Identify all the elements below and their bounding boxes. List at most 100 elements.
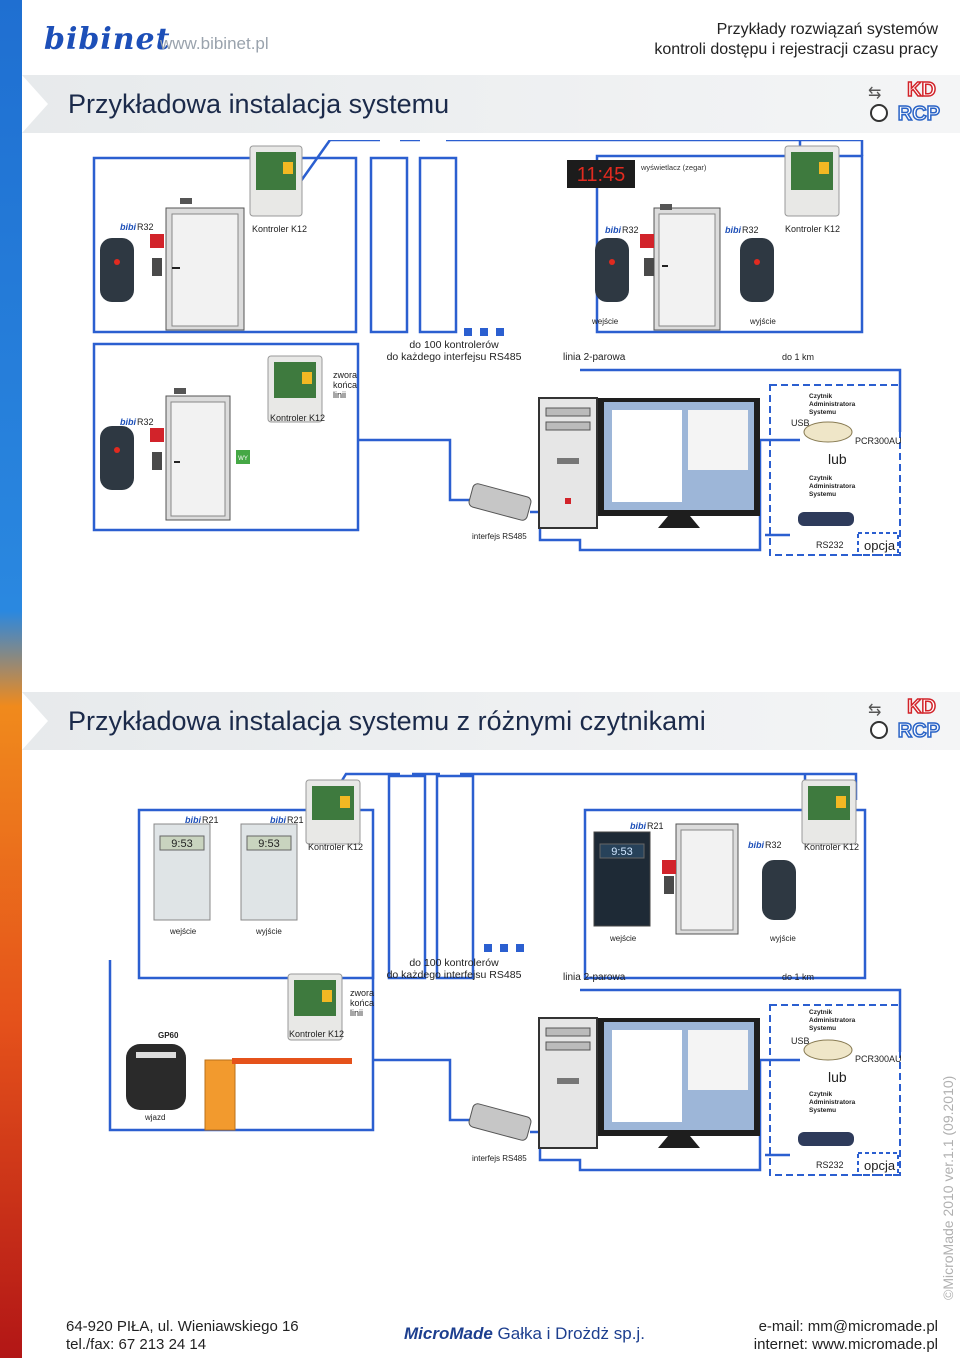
svg-text:Administratora: Administratora [809,1017,856,1024]
svg-text:Systemu: Systemu [809,1025,836,1032]
door-box-lower [92,342,360,532]
svg-text:9:53: 9:53 [258,838,279,850]
clock-icon [870,104,888,122]
svg-text:bibiR21: bibiR21 [630,821,664,831]
svg-text:Systemu: Systemu [809,491,836,498]
reader-label-1: bibiR32 [120,222,154,232]
svg-text:wejście: wejście [609,934,637,943]
svg-text:bibiR21: bibiR21 [185,815,219,825]
bibinet-logo: bibinet [44,22,171,57]
kd-badge-text-2: KD [906,695,936,719]
reader-r32 [100,238,134,302]
svg-text:bibiR32: bibiR32 [748,840,782,850]
svg-text:RS232: RS232 [816,540,844,550]
page-footer: 64-920 PIŁA, ul. Wieniawskiego 16 tel./f… [22,1308,960,1358]
svg-text:GP60: GP60 [158,1031,179,1040]
svg-text:9:53: 9:53 [171,838,192,850]
svg-text:USB: USB [791,418,810,428]
footer-contact: e-mail: mm@micromade.pl internet: www.mi… [754,1318,938,1354]
svg-text:do każdego interfejsu RS485: do każdego interfejsu RS485 [387,969,522,981]
section2-band: Przykładowa instalacja systemu z różnymi… [22,692,960,750]
svg-text:linii: linii [350,1008,363,1018]
svg-text:wejście: wejście [169,927,197,936]
section1-band: Przykładowa instalacja systemu ⇆ KD RCP [22,75,960,133]
svg-text:RS232: RS232 [816,1160,844,1170]
header-title-line1: Przykłady rozwiązań systemów [716,21,938,38]
clock-icon-2 [870,721,888,739]
wy-button [236,450,250,464]
svg-text:bibiR32: bibiR32 [120,417,154,427]
svg-text:wyjście: wyjście [255,927,282,936]
svg-text:opcja: opcja [864,1158,896,1173]
reader-r21-entry: 9:53 [153,823,211,921]
clock-display: 11:45 [567,160,635,188]
kd-badge-text: KD [906,78,936,102]
copyright-vertical: ©MicroMade 2010 ver.1.1 (09.2010) [940,1075,956,1300]
svg-text:wyjście: wyjście [769,934,796,943]
svg-text:PCR300AU: PCR300AU [855,436,902,446]
band-arrow-icon [22,75,48,133]
svg-text:wejście: wejście [591,317,619,326]
svg-text:Administratora: Administratora [809,483,856,490]
svg-text:Kontroler K12: Kontroler K12 [308,842,363,852]
svg-text:końca: końca [350,998,374,1008]
exchange-arrows-icon-2: ⇆ [868,702,882,719]
reader-r21-dark: 9:53 [593,831,651,927]
svg-text:zwora: zwora [350,988,374,998]
svg-text:opcja: opcja [864,538,896,553]
controller-label-1: Kontroler K12 [252,224,307,234]
reader-box-r21 [137,808,375,980]
svg-text:do 100 kontrolerów: do 100 kontrolerów [409,957,499,969]
svg-text:interfejs RS485: interfejs RS485 [472,532,527,541]
section2-title: Przykładowa instalacja systemu z różnymi… [68,706,706,736]
footer-email[interactable]: e-mail: mm@micromade.pl [758,1318,938,1335]
svg-text:Kontroler K12: Kontroler K12 [289,1029,344,1039]
svg-text:zwora: zwora [333,370,357,380]
kd-rcp-badge-2: ⇆ KD RCP [868,695,941,746]
site-url[interactable]: www.bibinet.pl [160,34,269,53]
barrier-gate [204,1058,352,1131]
svg-text:Systemu: Systemu [809,1107,836,1114]
header-title: Przykłady rozwiązań systemów kontroli do… [654,20,938,60]
band-arrow-icon-2 [22,692,48,750]
svg-text:linia 2-parowa: linia 2-parowa [563,972,626,983]
svg-text:Czytnik: Czytnik [809,475,833,482]
exchange-arrows-icon: ⇆ [868,85,882,102]
pc-workstation-2 [538,1017,760,1149]
pc-workstation [538,397,760,529]
svg-text:Czytnik: Czytnik [809,393,833,400]
footer-address: 64-920 PIŁA, ul. Wieniawskiego 16 tel./f… [66,1318,299,1353]
svg-text:Kontroler K12: Kontroler K12 [270,413,325,423]
svg-text:Kontroler K12: Kontroler K12 [804,842,859,852]
svg-text:wjazd: wjazd [144,1113,165,1122]
rcp-badge-text: RCP [897,102,941,126]
controller-k12-device [249,145,303,217]
reader-r21-exit: 9:53 [240,823,298,921]
svg-text:USB: USB [791,1036,810,1046]
svg-text:PCR300AU: PCR300AU [855,1054,902,1064]
side-gradient-bar [0,0,22,1358]
page-header: bibinet www.bibinet.pl Przykłady rozwiąz… [22,0,960,70]
section1-diagram: 11:45 wyświetlacz (zegar) WY [92,140,902,556]
section1-title: Przykładowa instalacja systemu [68,89,450,119]
door-left [165,198,245,331]
svg-text:Administratora: Administratora [809,401,856,408]
svg-text:Systemu: Systemu [809,409,836,416]
footer-brand: MicroMade Gałka i Drożdż sp.j. [404,1324,645,1343]
option-dashed-box [769,384,901,556]
door-box-left [92,156,358,334]
wy-label: WY [238,456,248,462]
svg-text:Czytnik: Czytnik [809,1009,833,1016]
svg-text:linia 2-parowa: linia 2-parowa [563,352,626,363]
svg-text:wyjście: wyjście [749,317,776,326]
svg-text:Czytnik: Czytnik [809,1091,833,1098]
svg-text:do 100 kontrolerów: do 100 kontrolerów [409,339,499,351]
clock-digits: 11:45 [577,164,626,186]
rcp-badge-text-2: RCP [897,719,941,743]
footer-internet[interactable]: internet: www.micromade.pl [753,1336,938,1353]
header-title-line2: kontroli dostępu i rejestracji czasu pra… [654,41,938,58]
svg-text:Administratora: Administratora [809,1099,856,1106]
svg-text:Kontroler K12: Kontroler K12 [785,224,840,234]
svg-text:bibiR32: bibiR32 [725,225,759,235]
gp60-reader [126,1044,186,1110]
